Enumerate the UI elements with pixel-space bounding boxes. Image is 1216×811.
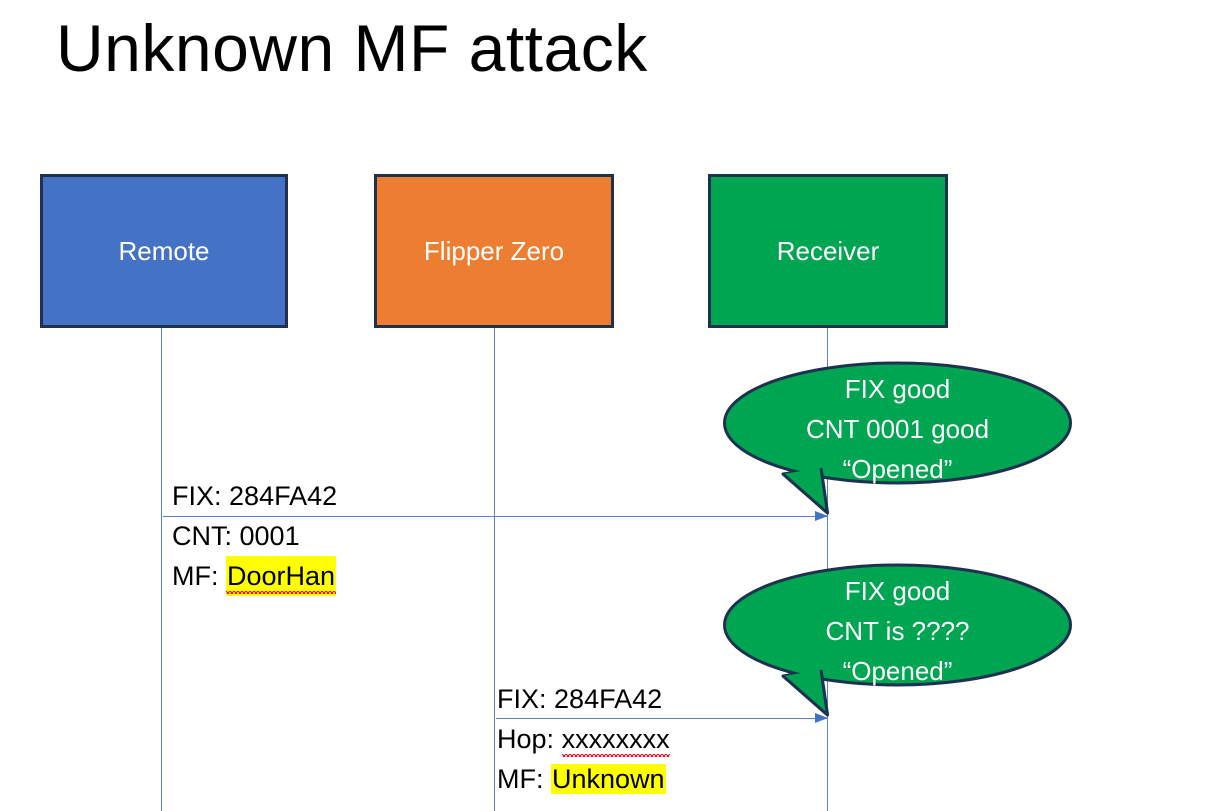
actor-label-flipper-zero: Flipper Zero (423, 236, 565, 266)
actor-label-receiver: Receiver (776, 236, 880, 266)
message-arrow-remote-to-receiver (163, 511, 828, 521)
message-line: Hop: xxxxxxxx (497, 719, 670, 759)
message-line-label: MF: (497, 764, 544, 794)
actor-box-receiver[interactable]: Receiver (708, 174, 948, 328)
message-line-value: 284FA42 (229, 481, 338, 511)
message-line: CNT: 0001 (172, 516, 337, 556)
message-line-value-highlighted: DoorHan (226, 556, 337, 596)
message-line-value: 284FA42 (554, 684, 663, 714)
message-arrow-flipper-to-receiver (496, 713, 828, 723)
lifeline-flipper (494, 328, 495, 811)
speech-bubble-shape (723, 563, 1072, 717)
lifeline-remote (161, 328, 162, 811)
speech-bubble-receiver-response-1[interactable]: FIX good CNT 0001 good “Opened” (723, 361, 1072, 521)
message-line-value: 0001 (239, 521, 300, 551)
actor-box-flipper-zero[interactable]: Flipper Zero (374, 174, 614, 328)
message-line-value: xxxxxxxx (561, 719, 670, 759)
page-title: Unknown MF attack (56, 11, 648, 85)
message-line: MF: Unknown (497, 759, 670, 799)
message-line-label: MF: (172, 561, 219, 591)
speech-bubble-receiver-response-2[interactable]: FIX good CNT is ???? “Opened” (723, 563, 1072, 723)
message-line: FIX: 284FA42 (497, 679, 670, 719)
actor-label-remote: Remote (118, 236, 210, 266)
message-line: FIX: 284FA42 (172, 476, 337, 516)
message-line-label: FIX: (172, 481, 222, 511)
message-line-value-highlighted: Unknown (551, 764, 666, 794)
speech-bubble-shape (723, 361, 1072, 515)
message-line-label: CNT: (172, 521, 232, 551)
message-label-remote-to-receiver: FIX: 284FA42 CNT: 0001 MF: DoorHan (172, 476, 337, 596)
message-label-flipper-to-receiver: FIX: 284FA42 Hop: xxxxxxxx MF: Unknown (497, 679, 670, 799)
message-line: MF: DoorHan (172, 556, 337, 596)
message-line-label: Hop: (497, 724, 555, 754)
actor-box-remote[interactable]: Remote (40, 174, 288, 328)
message-line-label: FIX: (497, 684, 547, 714)
